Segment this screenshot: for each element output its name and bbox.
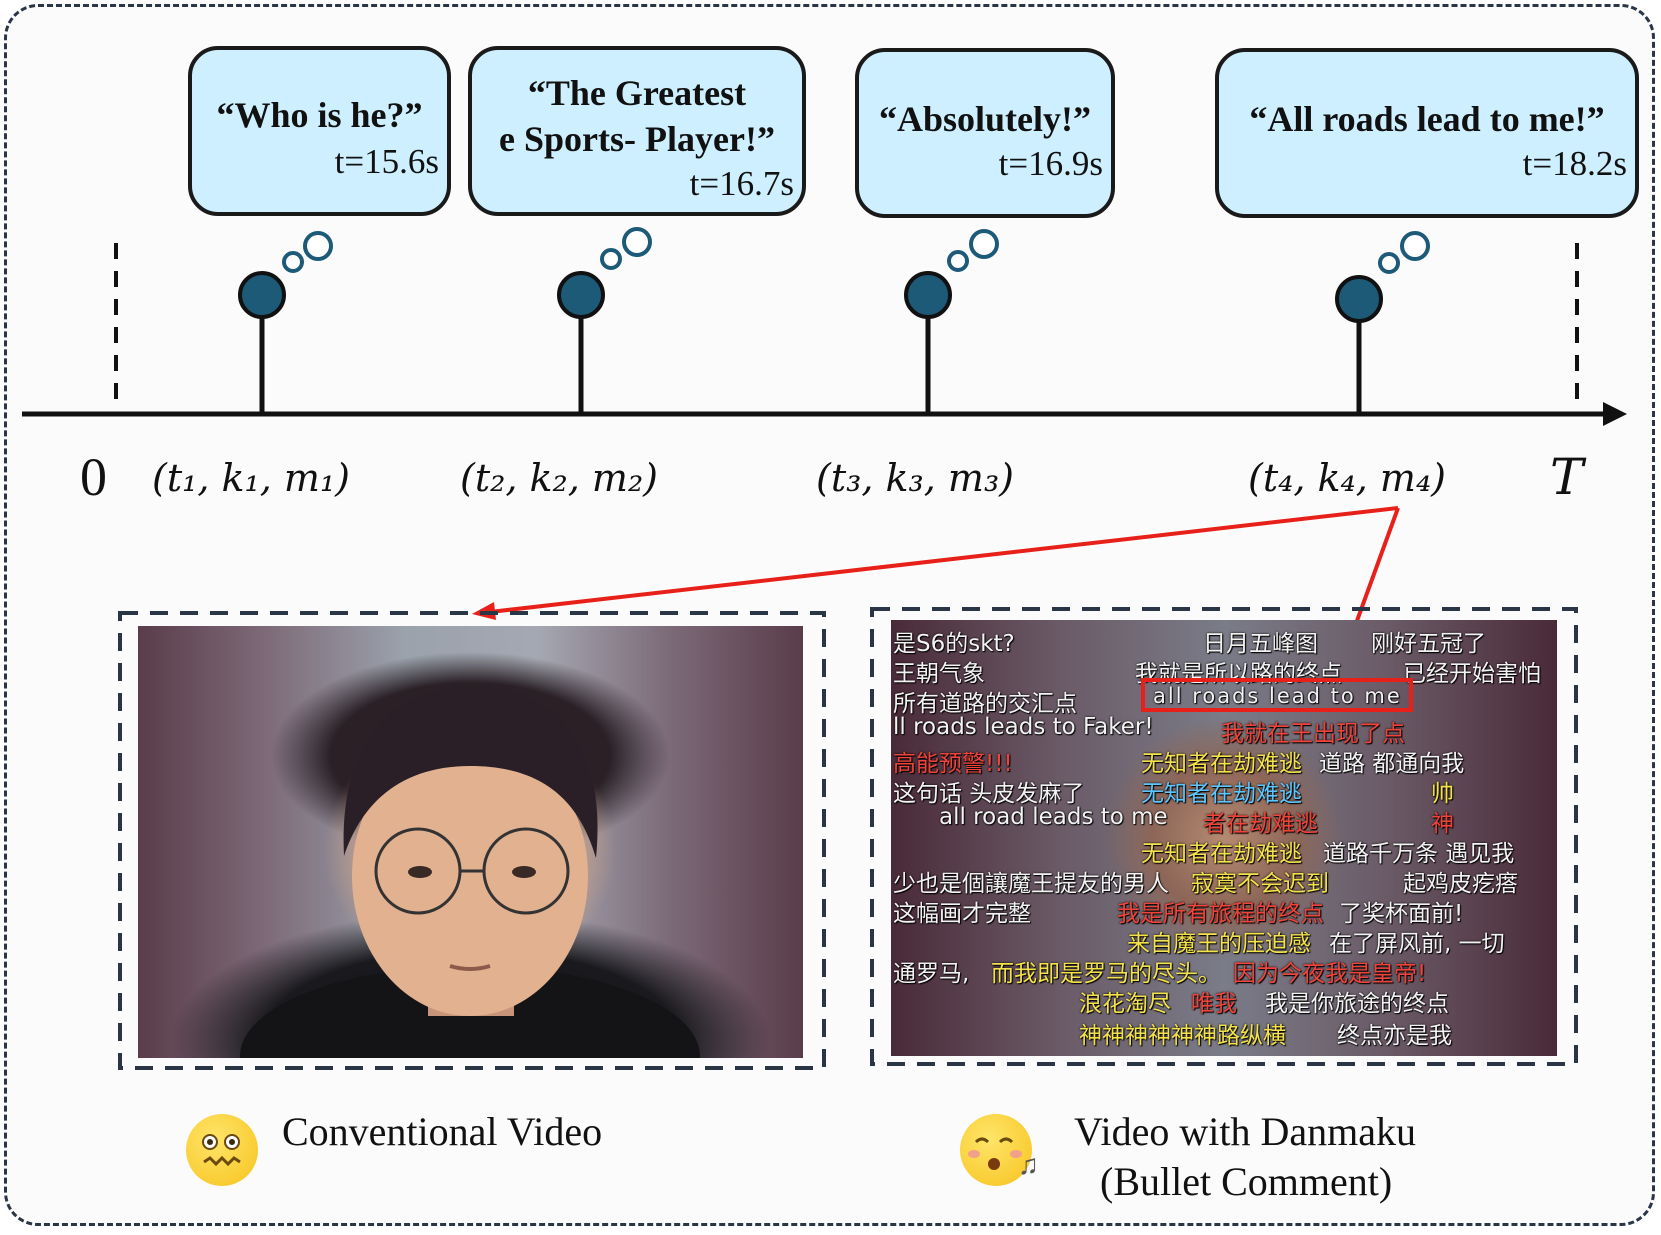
bubble-2-time: t=16.7s [689,164,794,203]
danmaku-comment: 我是你旅途的终点 [1265,991,1449,1017]
danmaku-comment: 是S6的skt? [893,631,1015,657]
danmaku-panel-border [870,607,1578,1066]
conventional-caption: Conventional Video [282,1109,603,1154]
danmaku-comment: all road leads to me [939,804,1168,830]
danmaku-comment: 我就在王出现了点 [1221,721,1405,747]
danmaku-comment: 者在劫难逃 [1203,811,1318,837]
axis-start-label: 0 [80,447,107,507]
conventional-video-frame [138,626,803,1058]
event-pin-1 [238,231,333,412]
event-pin-3 [904,229,999,412]
danmaku-comment: ll roads leads to Faker! [893,714,1154,740]
danmaku-caption-line1: Video with Danmaku [1074,1109,1416,1154]
danmaku-comment: 唯我 [1191,991,1237,1017]
danmaku-video-frame: 是S6的skt? 日月五峰图 刚好五冠了 王朝气象 我就是所以路的终点 已经开始… [891,620,1557,1056]
player-portrait [240,686,700,1058]
danmaku-comment: 帅 [1431,781,1454,807]
event-pin-4 [1335,231,1430,412]
music-note-icon: ♫ [1018,1150,1039,1181]
danmaku-comment: 王朝气象 [893,661,985,687]
bubble-2-quote-line1: “The Greatest [527,73,747,113]
danmaku-comment: 高能预警!!! [893,751,1013,777]
danmaku-comment: 这幅画才完整 [893,901,1031,927]
speech-bubble-1: “Who is he?” t=15.6s [188,46,451,216]
danmaku-caption-line2: (Bullet Comment) [1100,1159,1393,1204]
danmaku-comment: 日月五峰图 [1203,631,1318,657]
danmaku-comment: 少也是個讓魔王提友的男人 [893,871,1169,897]
conventional-panel-border [118,611,826,1070]
zipper-mouth-face-icon [186,1114,258,1186]
arrow-to-danmaku [1348,507,1400,641]
danmaku-comment: 起鸡皮疙瘩 [1403,871,1518,897]
bubble-1-quote: “Who is he?” [216,95,423,135]
danmaku-comment: 无知者在劫难逃 [1141,781,1302,807]
bubble-3-quote: “Absolutely!” [878,99,1091,139]
event-pin-2 [557,227,652,412]
event-tuple-2: (t₂, k₂, m₂) [460,456,658,500]
bubble-2-quote-line2: e Sports- Player!” [499,119,775,159]
danmaku-comment: 所有道路的交汇点 [893,691,1077,717]
danmaku-comment: 在了屏风前, 一切 [1329,931,1505,957]
danmaku-comment: 这句话 头皮发麻了 [893,781,1085,807]
speech-bubble-3: “Absolutely!” t=16.9s [855,48,1115,218]
danmaku-comment: 道路 都通向我 [1319,751,1465,777]
arrow-to-conventional [489,506,1399,614]
bubble-3-time: t=16.9s [998,144,1103,183]
danmaku-comment: 因为今夜我是皇帝! [1233,961,1427,987]
danmaku-comment: 刚好五冠了 [1371,631,1486,657]
bubble-4-quote: “All roads lead to me!” [1249,99,1605,139]
danmaku-comment: 无知者在劫难逃 [1141,841,1302,867]
danmaku-comment: 浪花淘尽 [1079,991,1171,1017]
event-tuple-3: (t₃, k₃, m₃) [816,456,1014,500]
danmaku-comment: 已经开始害怕 [1403,661,1541,687]
axis-end-label: T [1550,448,1584,506]
highlighted-comment: all roads lead to me [1153,684,1402,708]
danmaku-comment: 终点亦是我 [1337,1023,1452,1049]
bubble-4-time: t=18.2s [1522,144,1627,183]
danmaku-comment: 我就是所以路的终点 [1135,661,1342,687]
danmaku-comment: 来自魔王的压迫感 [1127,931,1311,957]
speech-bubble-2: “The Greatest e Sports- Player!” t=16.7s [468,46,806,216]
whistling-face-icon [960,1114,1032,1186]
event-tuple-1: (t₁, k₁, m₁) [152,456,350,500]
danmaku-comment: 道路千万条 遇见我 [1323,841,1515,867]
danmaku-comment: 神 [1431,811,1454,837]
danmaku-comment: 我是所有旅程的终点 [1117,901,1324,927]
time-axis-arrowhead [1603,402,1627,426]
danmaku-comment: 寂寞不会迟到 [1191,871,1329,897]
event-tuple-4: (t₄, k₄, m₄) [1248,456,1446,500]
danmaku-comment: 而我即是罗马的尽头。 [991,961,1221,987]
danmaku-comment: 通罗马, [893,961,970,987]
danmaku-comment: 神神神神神神路纵横 [1079,1023,1286,1049]
bubble-1-time: t=15.6s [334,142,439,181]
speech-bubble-4: “All roads lead to me!” t=18.2s [1215,48,1639,218]
highlight-box [1141,678,1413,712]
danmaku-comment: 了奖杯面前! [1339,901,1464,927]
danmaku-comment: 无知者在劫难逃 [1141,751,1302,777]
